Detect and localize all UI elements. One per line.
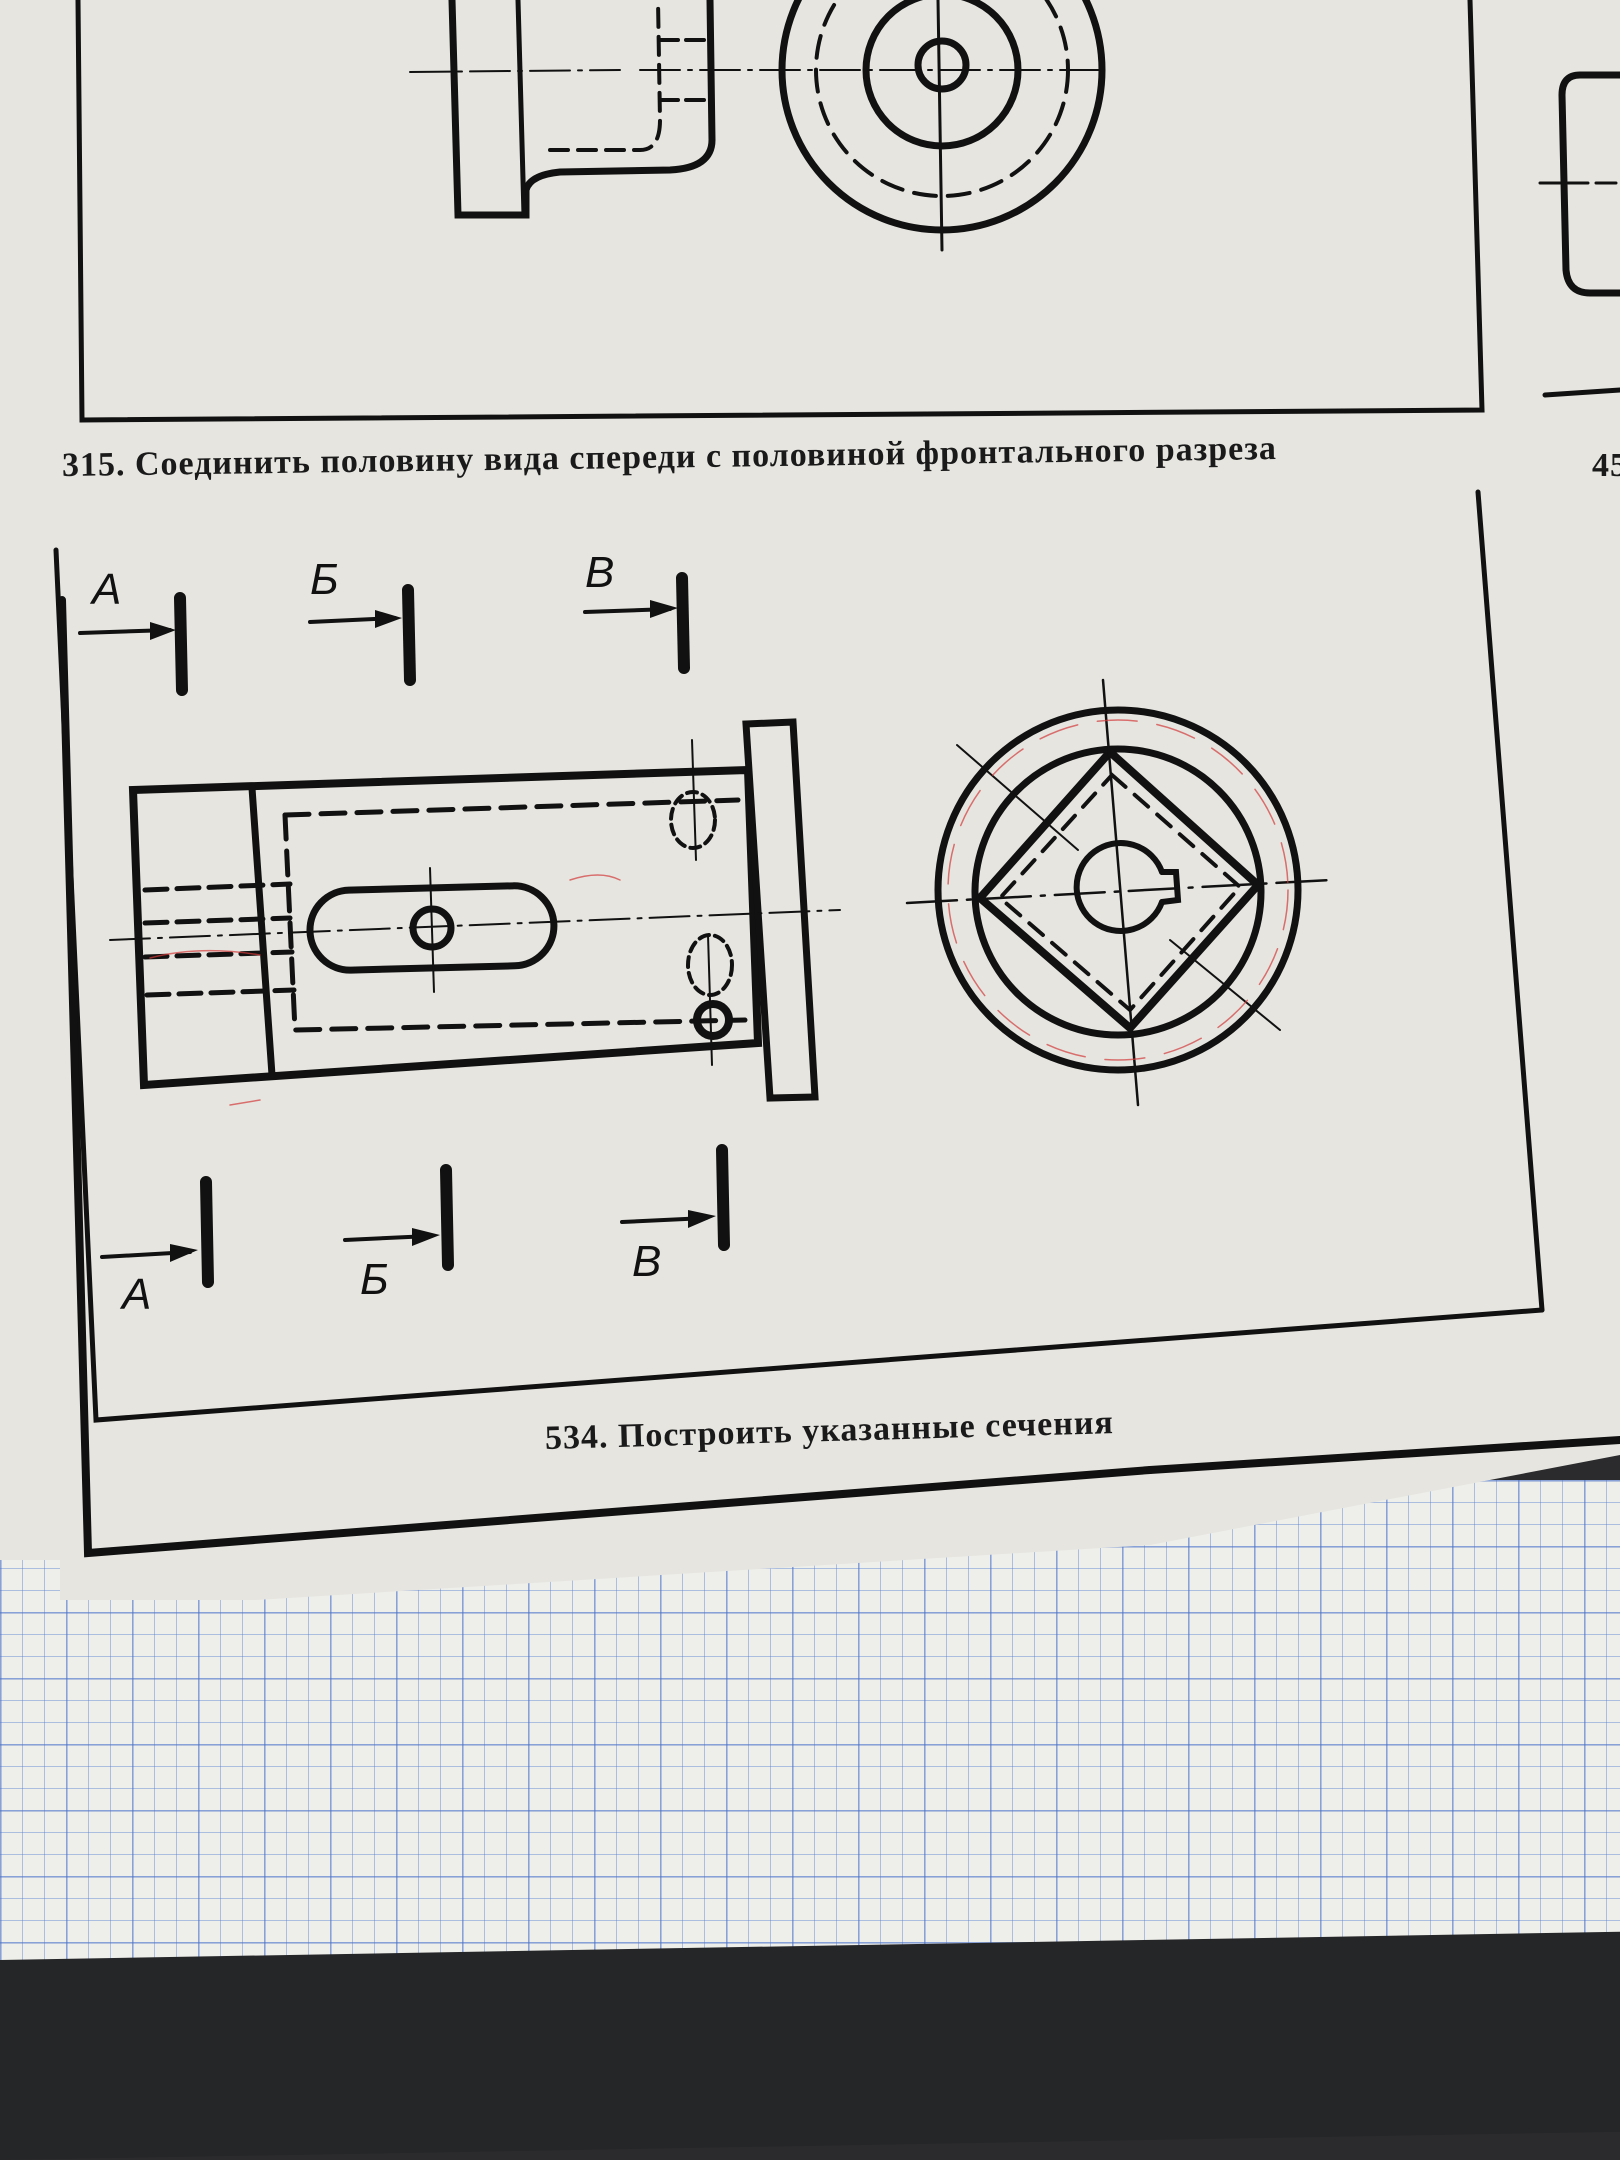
exercise-number: 534. xyxy=(544,1418,609,1457)
side-view xyxy=(905,678,1332,1107)
section-label-v-top: В xyxy=(585,548,615,597)
exercise-315-frame xyxy=(75,0,1620,423)
exercise-534-frame xyxy=(53,489,1620,1558)
dark-surface xyxy=(0,1931,1620,2160)
front-view xyxy=(109,718,841,1102)
section-markers-bottom xyxy=(100,1144,730,1288)
section-label-v-bottom: В xyxy=(632,1237,662,1286)
exercise-number: 315. xyxy=(61,446,126,484)
section-label-a-bottom: А xyxy=(122,1270,152,1319)
section-label-b-bottom: Б xyxy=(360,1255,389,1304)
section-label-a-top: А xyxy=(92,565,122,614)
pencil-marks xyxy=(149,719,1289,1106)
technical-drawing xyxy=(53,0,1620,1558)
partial-exercise-number: 45 xyxy=(1592,447,1620,484)
textbook-page: 315. Соединить половину вида спереди с п… xyxy=(0,0,1620,1600)
section-label-b-top: Б xyxy=(310,555,339,604)
section-markers-top xyxy=(78,572,690,696)
